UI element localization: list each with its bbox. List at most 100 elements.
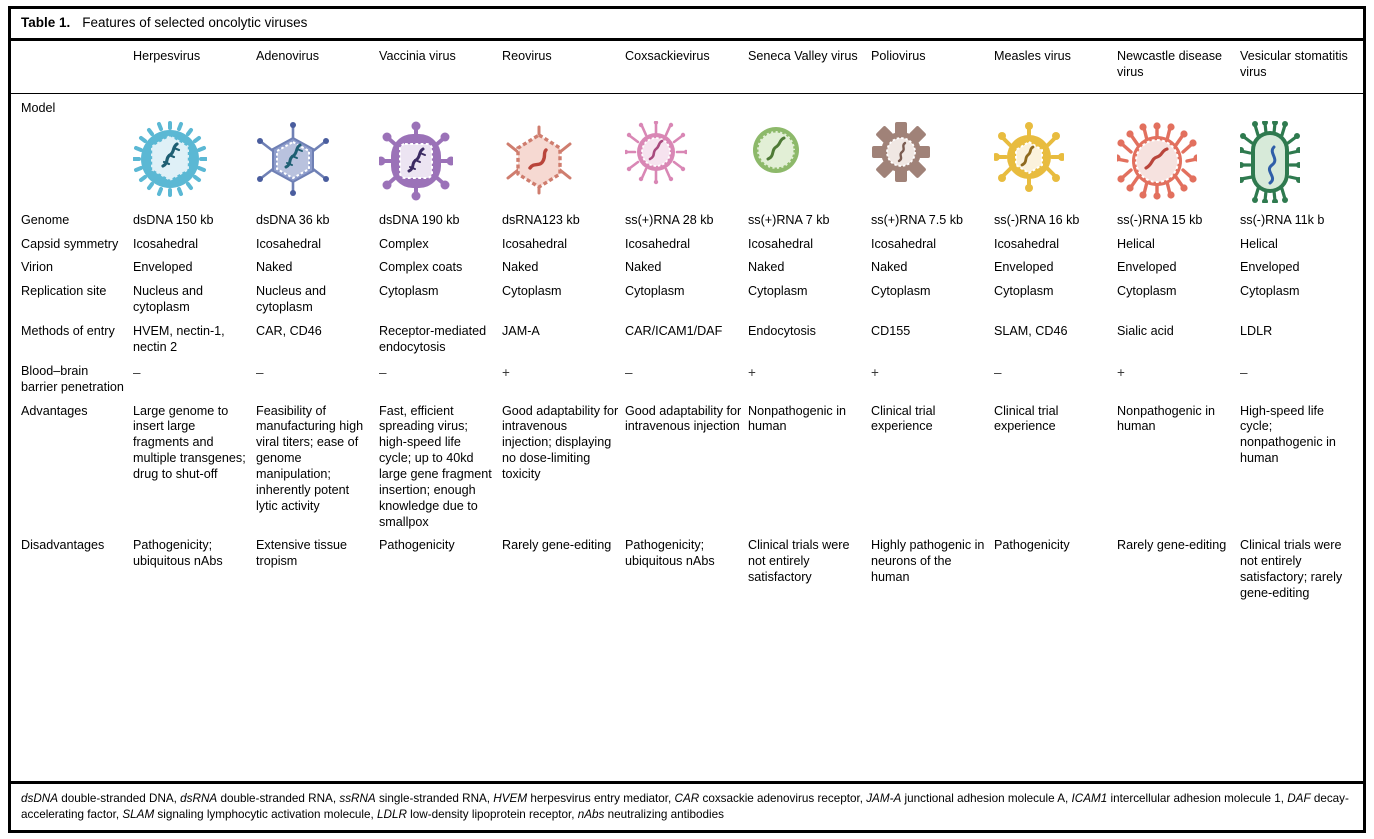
icon-cell-coxsackievirus: [625, 119, 748, 209]
herpesvirus-icon: [133, 120, 207, 197]
icon-cell-measles: [994, 119, 1117, 209]
header-vsv: Vesicular stomatitis virus: [1240, 49, 1348, 80]
cell-virion-6: Naked: [871, 260, 908, 275]
cell-disadvantages-0: Pathogenicity; ubiquitous nAbs: [133, 538, 223, 569]
footnote-definition: single-stranded RNA,: [375, 791, 494, 805]
footnote-abbrev: LDLR: [377, 808, 407, 822]
cell-entry-5: Endocytosis: [748, 324, 816, 339]
header-adenovirus: Adenovirus: [256, 49, 320, 64]
header-coxsackievirus: Coxsackievirus: [625, 49, 710, 64]
cell-disadvantages-5: Clinical trials were not entirely satisf…: [748, 538, 850, 585]
cell-replication-9: Cytoplasm: [1240, 284, 1300, 299]
cell-advantages-7: Clinical trial experience: [994, 403, 1059, 434]
table-footnote: dsDNA double-stranded DNA, dsRNA double-…: [11, 780, 1363, 830]
row-model-spacer: [133, 93, 1363, 118]
cell-genome-2: dsDNA 190 kb: [379, 212, 460, 227]
icon-cell-poliovirus: [871, 119, 994, 209]
footnote-abbrev: DAF: [1287, 791, 1311, 805]
table-row-bbb-penetration: Blood–brain barrier penetration – – – + …: [11, 360, 1363, 400]
footnote-abbrev: HVEM: [493, 791, 528, 805]
row-label-capsid: Capsid symmetry: [21, 236, 119, 251]
cell-entry-1: CAR, CD46: [256, 324, 322, 339]
icon-cell-seneca: [748, 119, 871, 209]
icon-cell-newcastle: [1117, 119, 1240, 209]
cell-capsid-3: Icosahedral: [502, 236, 568, 251]
icon-cell-herpesvirus: [133, 119, 256, 209]
cell-genome-9: ss(-)RNA 11k b: [1240, 212, 1325, 227]
cell-disadvantages-6: Highly pathogenic in neurons of the huma…: [871, 538, 985, 585]
cell-disadvantages-4: Pathogenicity; ubiquitous nAbs: [625, 538, 715, 569]
table-row-methods-of-entry: Methods of entry HVEM, nectin-1, nectin …: [11, 320, 1363, 360]
row-label-virion: Virion: [21, 260, 53, 275]
cell-capsid-6: Icosahedral: [871, 236, 937, 251]
cell-replication-5: Cytoplasm: [748, 284, 808, 299]
cell-bbb-8: +: [1117, 364, 1125, 380]
header-blank: [11, 41, 133, 93]
cell-virion-1: Naked: [256, 260, 293, 275]
cell-advantages-4: Good adaptability for intravenous inject…: [625, 403, 742, 434]
cell-capsid-7: Icosahedral: [994, 236, 1060, 251]
footnote-abbrev: SLAM: [122, 808, 155, 822]
icon-cell-vsv: [1240, 119, 1363, 209]
row-label-genome: Genome: [21, 212, 70, 227]
cell-replication-6: Cytoplasm: [871, 284, 931, 299]
cell-replication-1: Nucleus and cytoplasm: [256, 284, 327, 315]
footnote-definition: neutralizing antibodies: [604, 808, 724, 822]
cell-advantages-8: Nonpathogenic in human: [1117, 403, 1216, 434]
table-row-virion: Virion Enveloped Naked Complex coats Nak…: [11, 256, 1363, 280]
cell-capsid-4: Icosahedral: [625, 236, 691, 251]
cell-bbb-7: –: [994, 364, 1002, 380]
row-model-label: Model: [11, 93, 1363, 118]
cell-virion-5: Naked: [748, 260, 785, 275]
cell-virion-2: Complex coats: [379, 260, 463, 275]
cell-disadvantages-2: Pathogenicity: [379, 538, 455, 553]
footnote-definition: junctional adhesion molecule A,: [901, 791, 1072, 805]
cell-advantages-3: Good adaptability for intravenous inject…: [502, 403, 619, 481]
cell-advantages-0: Large genome to insert large fragments a…: [133, 403, 246, 481]
cell-capsid-5: Icosahedral: [748, 236, 814, 251]
header-reovirus: Reovirus: [502, 49, 552, 64]
cell-virion-8: Enveloped: [1117, 260, 1177, 275]
cell-entry-4: CAR/ICAM1/DAF: [625, 324, 723, 339]
footnote-definition: intercellular adhesion molecule 1,: [1107, 791, 1288, 805]
cell-genome-5: ss(+)RNA 7 kb: [748, 212, 830, 227]
table-row-replication-site: Replication site Nucleus and cytoplasm N…: [11, 280, 1363, 320]
cell-replication-0: Nucleus and cytoplasm: [133, 284, 204, 315]
cell-genome-7: ss(-)RNA 16 kb: [994, 212, 1080, 227]
row-label-disadvantages: Disadvantages: [21, 538, 105, 553]
cell-bbb-2: –: [379, 364, 387, 380]
footnote-abbrev: CAR: [674, 791, 700, 805]
cell-virion-7: Enveloped: [994, 260, 1054, 275]
cell-disadvantages-7: Pathogenicity: [994, 538, 1070, 553]
measles-virus-icon: [994, 121, 1064, 192]
table-caption: Table 1.Features of selected oncolytic v…: [11, 9, 1363, 42]
cell-advantages-5: Nonpathogenic in human: [748, 403, 847, 434]
cell-bbb-0: –: [133, 364, 141, 380]
row-label-bbb-penetration: Blood–brain barrier penetration: [21, 363, 124, 394]
cell-genome-4: ss(+)RNA 28 kb: [625, 212, 714, 227]
vesicular-stomatitis-virus-icon: [1240, 120, 1300, 203]
icon-cell-vaccinia: [379, 119, 502, 209]
header-newcastle: Newcastle disease virus: [1117, 49, 1222, 80]
cell-advantages-9: High-speed life cycle; nonpathogenic in …: [1240, 403, 1336, 466]
row-model-icons: [11, 119, 1363, 209]
header-herpesvirus: Herpesvirus: [133, 49, 201, 64]
cell-entry-0: HVEM, nectin-1, nectin 2: [133, 324, 225, 354]
cell-entry-9: LDLR: [1240, 324, 1273, 339]
footnote-definition: decay-accelerating factor,: [21, 791, 1349, 822]
cell-capsid-2: Complex: [379, 236, 429, 251]
cell-virion-4: Naked: [625, 260, 662, 275]
footnote-definition: signaling lymphocytic activation molecul…: [154, 808, 378, 822]
footnote-abbrev: ICAM1: [1071, 791, 1108, 805]
footnote-abbrev: ssRNA: [339, 791, 376, 805]
table-row-disadvantages: Disadvantages Pathogenicity; ubiquitous …: [11, 534, 1363, 605]
cell-entry-2: Receptor-mediated endocytosis: [379, 324, 487, 354]
cell-virion-0: Enveloped: [133, 260, 193, 275]
cell-genome-8: ss(-)RNA 15 kb: [1117, 212, 1203, 227]
reovirus-icon: [506, 125, 572, 195]
header-measles: Measles virus: [994, 49, 1071, 64]
icon-cell-reovirus: [502, 119, 625, 209]
table-row-genome: Genome dsDNA 150 kb dsDNA 36 kb dsDNA 19…: [11, 209, 1363, 233]
cell-entry-6: CD155: [871, 324, 911, 339]
cell-replication-7: Cytoplasm: [994, 284, 1054, 299]
